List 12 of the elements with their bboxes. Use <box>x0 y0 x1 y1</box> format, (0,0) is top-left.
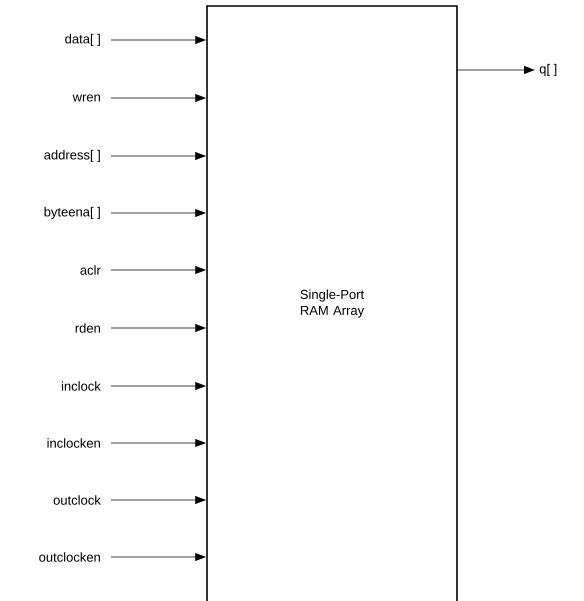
port-label: address[ ] <box>44 150 100 162</box>
port-label: q[ ] <box>540 64 556 76</box>
port-label: outclocken <box>39 552 100 562</box>
port-label: byteena[ ] <box>44 206 100 220</box>
port-label: outclock <box>54 495 101 505</box>
port-label: inclock <box>62 381 101 391</box>
port-label: data[ ] <box>65 34 100 46</box>
port-label: rden <box>76 323 100 333</box>
port-label: wren <box>72 94 100 102</box>
port-label: aclr <box>80 265 101 275</box>
ram-block: Single-Port RAM Array <box>206 5 458 601</box>
port-label: inclocken <box>47 438 100 448</box>
